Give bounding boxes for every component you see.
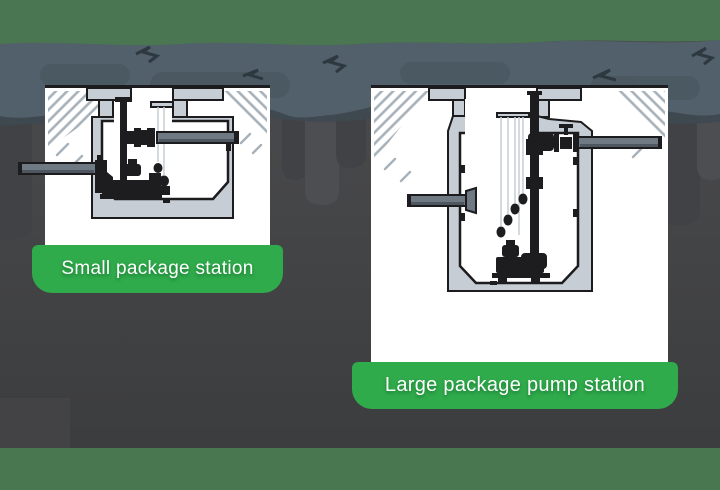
- concrete-collar: [428, 87, 582, 118]
- float-guide: [150, 101, 174, 187]
- float-switch: [510, 203, 520, 215]
- discharge-assembly: [526, 91, 578, 257]
- float-switch: [496, 226, 506, 238]
- discharge-pipe: [120, 98, 127, 190]
- valve-flange: [573, 133, 578, 152]
- coupling: [127, 131, 134, 144]
- soil-hatch: [374, 91, 665, 183]
- float-switch: [159, 175, 169, 187]
- float-switch-array: [496, 112, 530, 238]
- float-switch: [153, 163, 163, 173]
- inflow-pipe: [407, 186, 477, 215]
- wall-nub: [226, 143, 231, 151]
- valve-body: [560, 137, 572, 149]
- small-station-label-text: Small package station: [61, 258, 254, 279]
- small-station-diagram: [18, 85, 270, 248]
- valve-flange: [554, 133, 559, 152]
- float-switch: [518, 193, 528, 205]
- concrete-collar: [86, 87, 224, 119]
- wall-nub: [573, 209, 578, 217]
- grass-bottom-band: [0, 448, 720, 490]
- large-station-diagram: [371, 85, 668, 362]
- guide-wires: [500, 117, 524, 235]
- sump-tick: [163, 199, 170, 203]
- coupling: [526, 177, 543, 189]
- top-elbow: [528, 133, 554, 151]
- pump: [492, 240, 550, 283]
- large-station-panel: [371, 85, 668, 362]
- inflow-bell: [465, 186, 477, 215]
- discharge-assembly: [115, 97, 155, 190]
- ground-line: [371, 85, 668, 88]
- wall-nub: [573, 157, 578, 165]
- float-switch: [503, 214, 513, 226]
- sump-tick: [490, 281, 497, 285]
- outflow-pipe: [577, 136, 662, 149]
- tank: [91, 101, 234, 219]
- guide-bracket: [150, 101, 174, 108]
- ground-cracks: [135, 45, 716, 82]
- pump: [100, 159, 170, 199]
- large-station-label: Large package pump station: [352, 362, 678, 409]
- coupling: [147, 128, 155, 147]
- discharge-pipe: [530, 93, 539, 257]
- coupling: [141, 130, 147, 145]
- guide-bracket: [496, 112, 530, 118]
- ground-line: [45, 85, 270, 88]
- valve-handle: [559, 124, 573, 128]
- coupling: [134, 128, 141, 147]
- small-station-panel: [18, 85, 270, 248]
- wall-nub: [97, 155, 102, 163]
- grass-top-band: [0, 0, 720, 46]
- wall-nub: [460, 165, 465, 173]
- wall-nub: [460, 213, 465, 221]
- outflow-pipe: [156, 131, 239, 144]
- small-station-label: Small package station: [32, 245, 283, 293]
- large-station-label-text: Large package pump station: [384, 374, 646, 396]
